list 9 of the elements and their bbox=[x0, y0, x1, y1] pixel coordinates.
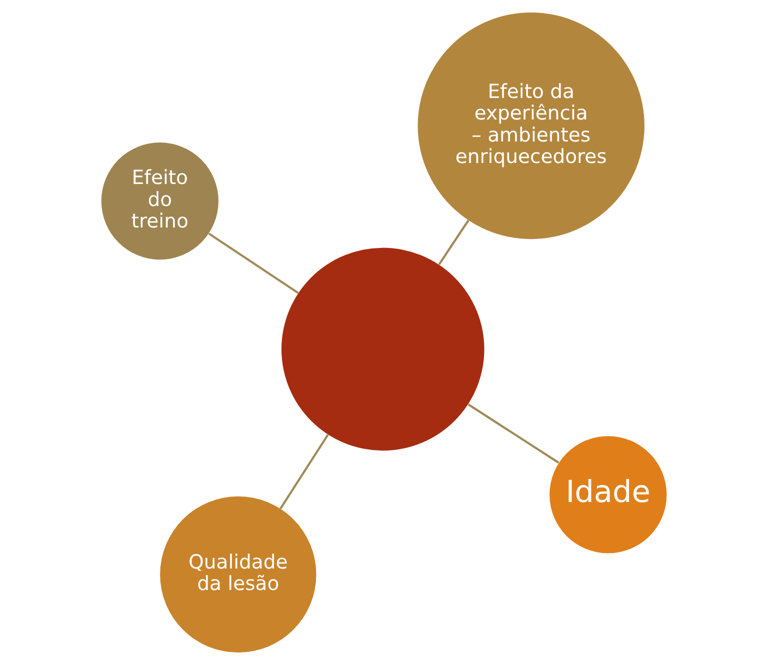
node-circle: Efeito da experiência – ambientes enriquecedores bbox=[418, 12, 644, 240]
node-circle bbox=[281, 248, 484, 451]
node-circle: Idade bbox=[550, 436, 667, 554]
node-circle: Qualidade da lesão bbox=[160, 496, 316, 653]
connector bbox=[208, 232, 299, 294]
connector bbox=[438, 220, 470, 266]
connector bbox=[280, 434, 329, 510]
connector bbox=[468, 404, 560, 464]
node-circle: Efeito do treino bbox=[101, 142, 218, 260]
